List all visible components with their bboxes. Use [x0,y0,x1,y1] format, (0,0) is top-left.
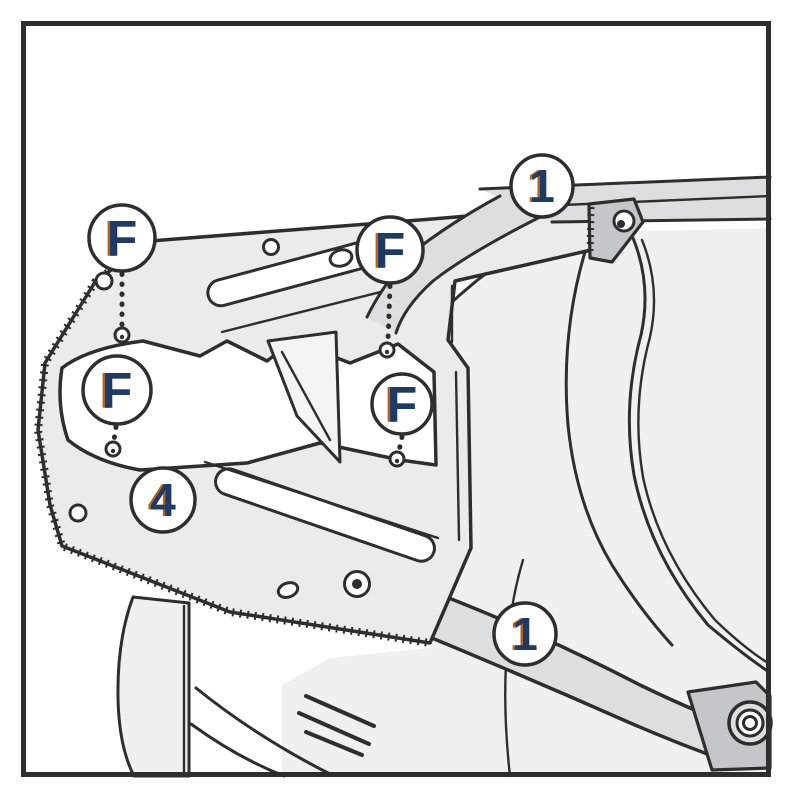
callout-part-1-bottom: 1 1 [492,601,558,667]
callout-f-mid-right: F F [370,372,434,436]
rail-mount-bolt-center [617,220,625,228]
callout-part-4: 4 4 [129,466,197,534]
callout-label: F [387,377,418,433]
leader-f-mid-left [111,424,119,443]
callout-label: F [375,223,406,279]
leader-f-top-right [385,283,393,345]
plate-hole-top-mid [262,238,280,256]
callout-label-shadow: 4 [148,474,174,526]
plate-flange-line [450,284,461,542]
screw-f-top-left-dot [119,334,125,340]
plate-bolt-hole-inner [352,579,362,589]
callout-circle [509,153,575,219]
callout-label: 1 [512,608,538,660]
tail-seam-left [564,240,674,647]
callouts: F F F F F F F F 4 4 1 1 1 [81,153,575,667]
screw-f-mid-left-dot [110,448,116,454]
tail-seam-right-outer [627,236,768,672]
screw-f-top-right-dot [384,349,390,355]
callout-f-top-right: F F [355,215,425,285]
lower-rail-bolt-inner [742,715,758,731]
vent-line-3 [304,730,364,757]
diagram-border [21,21,771,777]
rail-mount-bolt [612,209,636,233]
motorcycle-tail-body [116,228,770,778]
screw-f-mid-right-dot [394,458,400,464]
callout-label-shadow: F [384,377,415,433]
callout-label-shadow: F [99,363,130,419]
callout-label: F [107,211,138,267]
callout-label-shadow: F [372,223,403,279]
callout-circle [87,203,157,273]
callout-circle [355,215,425,285]
lower-rail-bolt-mid [735,708,765,738]
callout-label: 4 [150,474,176,526]
callout-part-1-top: 1 1 [509,153,575,219]
leader-f-mid-right [396,434,405,454]
lower-rail [396,583,773,772]
vent-line-2 [297,711,371,746]
callout-label: F [102,363,133,419]
callout-label: 1 [529,160,555,212]
upper-rail-mid-line [538,194,772,208]
callout-label-shadow: F [104,211,135,267]
tail-seam-right-inner [637,238,770,665]
callout-label-shadow: 1 [510,608,536,660]
callout-circle [129,466,197,534]
center-brace-line [280,350,332,442]
plate-hole-top-left [94,271,114,291]
callout-label-shadow: 1 [527,160,553,212]
center-brace [266,330,342,464]
plate-hole-top-right [328,248,354,268]
callout-circle [81,354,153,426]
side-panel-fill [116,595,191,778]
undertail-line-2 [189,722,286,778]
rail-mount-tab-hatching [586,206,595,257]
callout-circle [492,601,558,667]
tail-cowl-fill [282,228,770,775]
callout-f-top-left: F F [87,203,157,273]
plate-hole-bottom-mid [276,581,300,599]
upper-rail [365,175,772,335]
callout-circle [370,372,434,436]
fastener-markers [104,271,406,468]
upper-rail-bend-inner [394,213,546,335]
plate-slot-lower-ridge [203,460,440,540]
callout-f-mid-left: F F [81,354,153,426]
plate-edge-hatching [33,237,431,647]
undertail-line-1 [194,686,334,777]
vent-line-1 [304,694,376,728]
plate-hole-bottom-left [68,503,88,523]
mounting-plate [33,204,602,647]
